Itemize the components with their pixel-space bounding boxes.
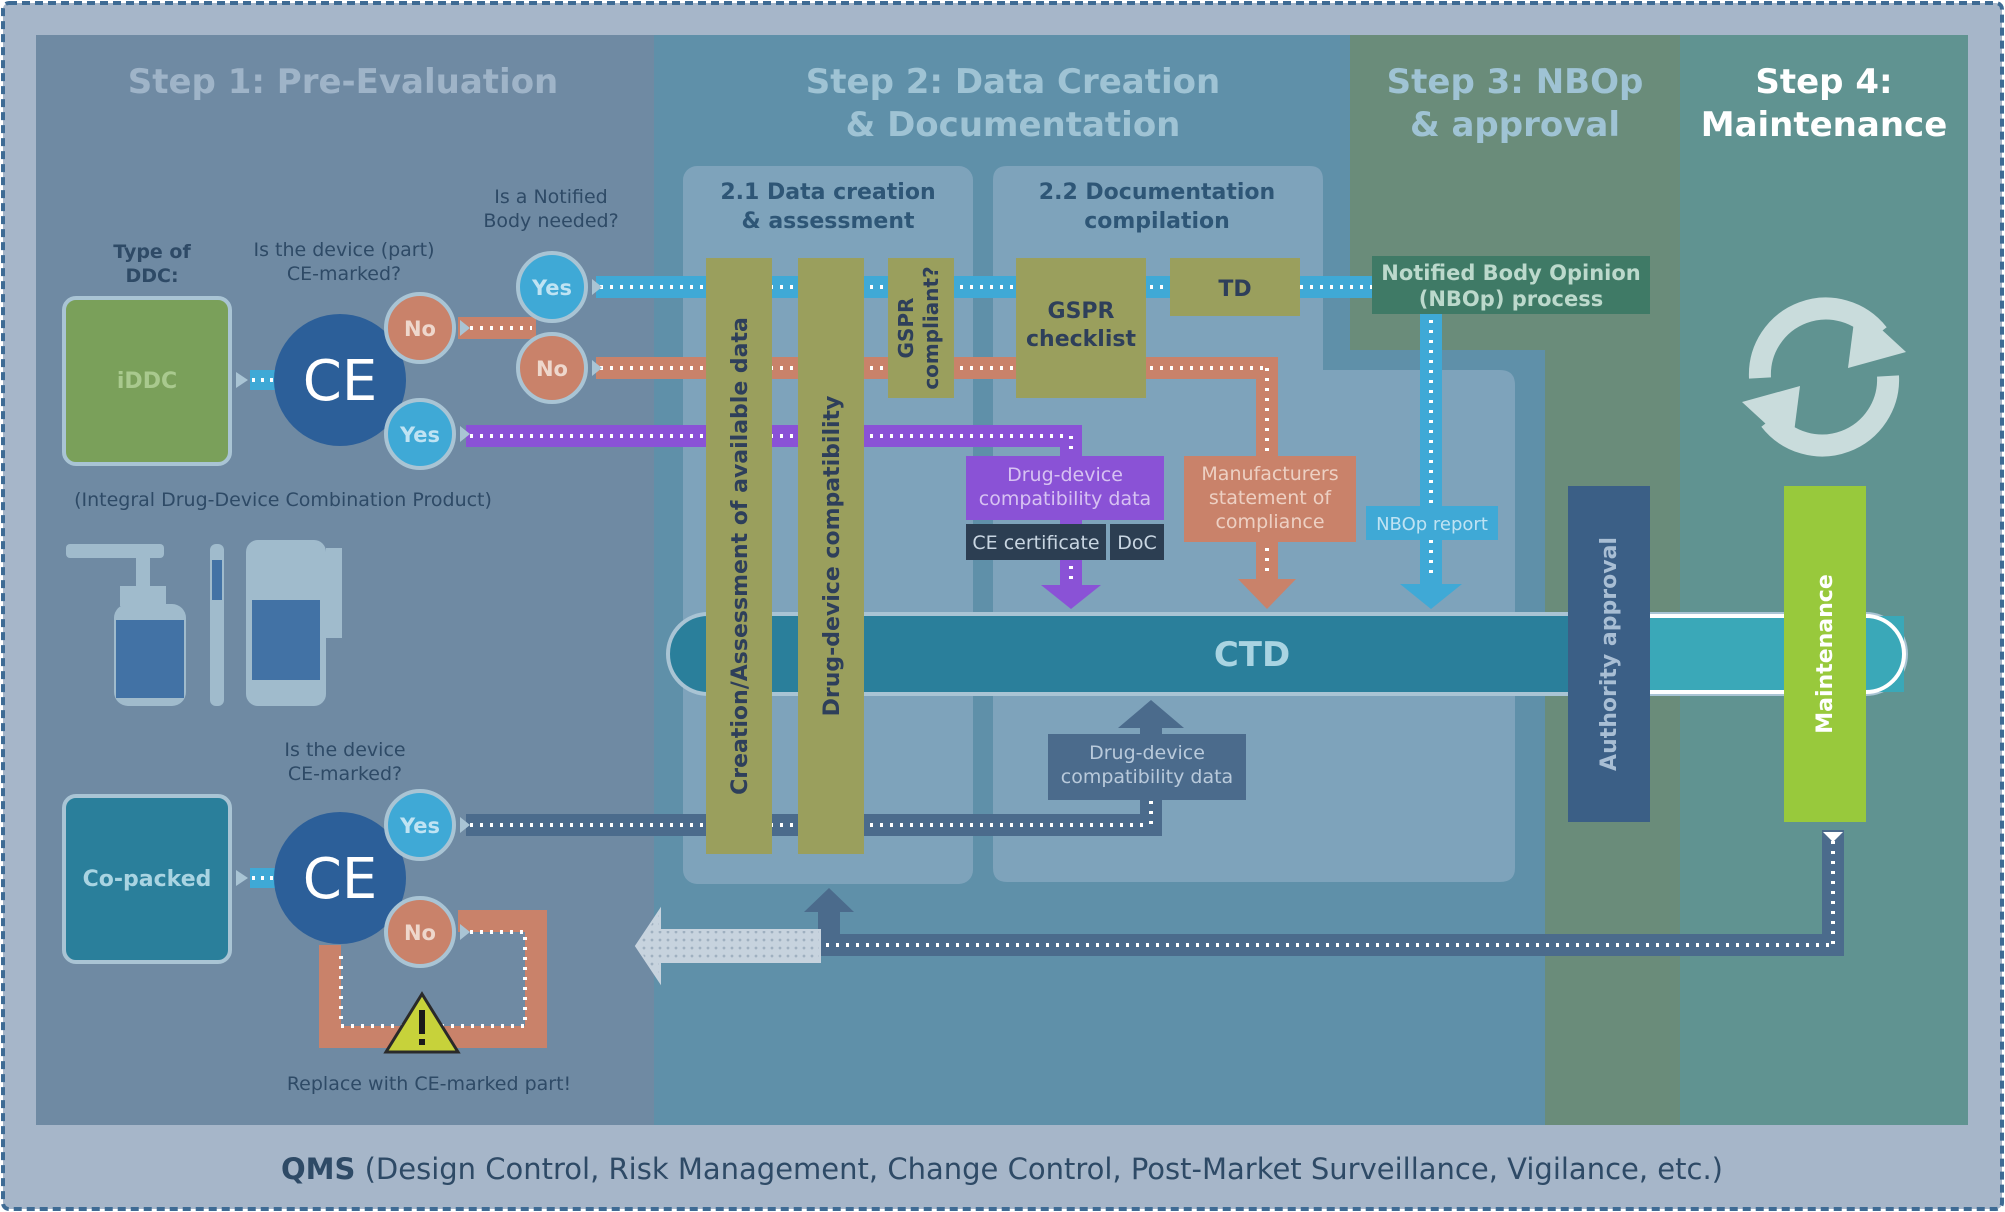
no-label-1: No bbox=[404, 317, 436, 341]
td-label: TD bbox=[1218, 277, 1251, 302]
yes-label-nb: Yes bbox=[531, 276, 572, 300]
replace-warning: Replace with CE-marked part! bbox=[287, 1073, 571, 1095]
question-nb-line1: Is a Notified bbox=[494, 186, 608, 208]
gspr-compliant-line2: compliant? bbox=[919, 266, 943, 389]
maintenance-return-arrow bbox=[818, 934, 1844, 956]
step4-title-line1: Step 4: bbox=[1755, 62, 1892, 102]
ce-circle-top bbox=[274, 314, 406, 446]
copacked-box bbox=[62, 794, 232, 964]
manufacturers-statement-box bbox=[1184, 456, 1356, 542]
step1-title: Step 1: Pre-Evaluation bbox=[128, 62, 559, 102]
copacked-no-loop bbox=[319, 910, 547, 1048]
no-circle-nb bbox=[516, 332, 588, 404]
question-ce-part-line1: Is the device (part) bbox=[253, 239, 434, 261]
gspr-checklist-line2: checklist bbox=[1026, 327, 1136, 352]
maintenance-label: Maintenance bbox=[1813, 574, 1838, 734]
device-illustrations bbox=[66, 540, 342, 706]
question-ce-line1: Is the device bbox=[284, 739, 405, 761]
manufacturers-statement-line1: Manufacturers bbox=[1201, 463, 1338, 485]
dd-compat-data-line1: Drug-device bbox=[1007, 464, 1123, 486]
iddc-box bbox=[62, 296, 232, 466]
return-hatched-arrow bbox=[634, 906, 821, 986]
gspr-compliant-box bbox=[888, 258, 954, 398]
substep-2-1-title-line1: 2.1 Data creation bbox=[720, 180, 935, 205]
ce-certificate-box bbox=[966, 524, 1106, 560]
nbop-process-line2: (NBOp) process bbox=[1419, 287, 1603, 311]
step3-title-line1: Step 3: NBOp bbox=[1387, 62, 1644, 102]
doc-box bbox=[1110, 524, 1164, 560]
manufacturers-statement-line2: statement of bbox=[1209, 487, 1332, 509]
no-circle-1 bbox=[384, 292, 456, 364]
question-nb-line2: Body needed? bbox=[483, 210, 618, 232]
step3-title-line2: & approval bbox=[1410, 105, 1620, 145]
ce-mark-top: CE bbox=[303, 349, 377, 414]
yes-circle-copacked bbox=[384, 789, 456, 861]
creation-assessment-label-top: Creation/Assessment of available data bbox=[728, 317, 753, 795]
ce-yes-arrow bbox=[466, 425, 1082, 447]
gspr-checklist-line1: GSPR bbox=[1048, 299, 1115, 324]
yes-label-copacked: Yes bbox=[399, 814, 440, 838]
yes-circle-1 bbox=[384, 398, 456, 470]
maintenance-bar bbox=[1784, 486, 1866, 822]
step2-title-line1: Step 2: Data Creation bbox=[806, 62, 1220, 102]
ctd-label: CTD bbox=[1214, 635, 1290, 675]
substep-2-2-title-line1: 2.2 Documentation bbox=[1039, 180, 1275, 205]
iddc-label: iDDC bbox=[117, 369, 177, 394]
type-label-line2: DDC: bbox=[125, 265, 178, 287]
drug-device-compat-label-top: Drug-device compatibility bbox=[820, 396, 845, 717]
refresh-icon bbox=[1742, 297, 1906, 457]
dd-compat-data-2-line1: Drug-device bbox=[1089, 742, 1205, 764]
dd-compat-data-line2: compatibility data bbox=[979, 488, 1151, 510]
nbop-report-box bbox=[1366, 506, 1498, 540]
ce-certificate-label: CE certificate bbox=[972, 532, 1099, 554]
dd-compat-data-box-2 bbox=[1048, 734, 1246, 800]
question-ce-line2: CE-marked? bbox=[288, 763, 402, 785]
gspr-checklist-box bbox=[1016, 258, 1146, 398]
ce-circle-bottom bbox=[274, 812, 406, 944]
dd-compat-data-box bbox=[966, 456, 1164, 520]
nbop-report-label: NBOp report bbox=[1376, 514, 1488, 535]
no-circle-copacked bbox=[384, 896, 456, 968]
qms-description: (Design Control, Risk Management, Change… bbox=[355, 1152, 1723, 1186]
yes-circle-nb bbox=[516, 251, 588, 323]
td-box bbox=[1170, 258, 1300, 316]
step4-title-line2: Maintenance bbox=[1701, 105, 1948, 145]
qms-footer: QMS (Design Control, Risk Management, Ch… bbox=[281, 1152, 1723, 1186]
authority-approval-label: Authority approval bbox=[1597, 537, 1622, 771]
type-label-line1: Type of bbox=[113, 241, 191, 263]
doc-label: DoC bbox=[1117, 532, 1157, 554]
nbop-process-line1: Notified Body Opinion bbox=[1381, 261, 1640, 285]
copacked-label: Co-packed bbox=[83, 867, 212, 892]
no-label-nb: No bbox=[536, 357, 568, 381]
ce-mark-bottom: CE bbox=[303, 847, 377, 912]
substep-2-1-title-line2: & assessment bbox=[741, 209, 914, 234]
nbop-process-box bbox=[1372, 256, 1650, 314]
manufacturers-statement-line3: compliance bbox=[1215, 511, 1324, 533]
yes-label-1: Yes bbox=[399, 423, 440, 447]
substep-2-2-title-line2: compilation bbox=[1084, 209, 1230, 234]
no-label-copacked: No bbox=[404, 921, 436, 945]
question-ce-part-line2: CE-marked? bbox=[287, 263, 401, 285]
dd-compat-data-2-line2: compatibility data bbox=[1061, 766, 1233, 788]
qms-label: QMS bbox=[281, 1152, 355, 1186]
gspr-compliant-line1: GSPR bbox=[894, 298, 918, 359]
iddc-caption: (Integral Drug-Device Combination Produc… bbox=[74, 489, 492, 511]
authority-approval-bar bbox=[1568, 486, 1650, 822]
step2-title-line2: & Documentation bbox=[846, 105, 1181, 145]
